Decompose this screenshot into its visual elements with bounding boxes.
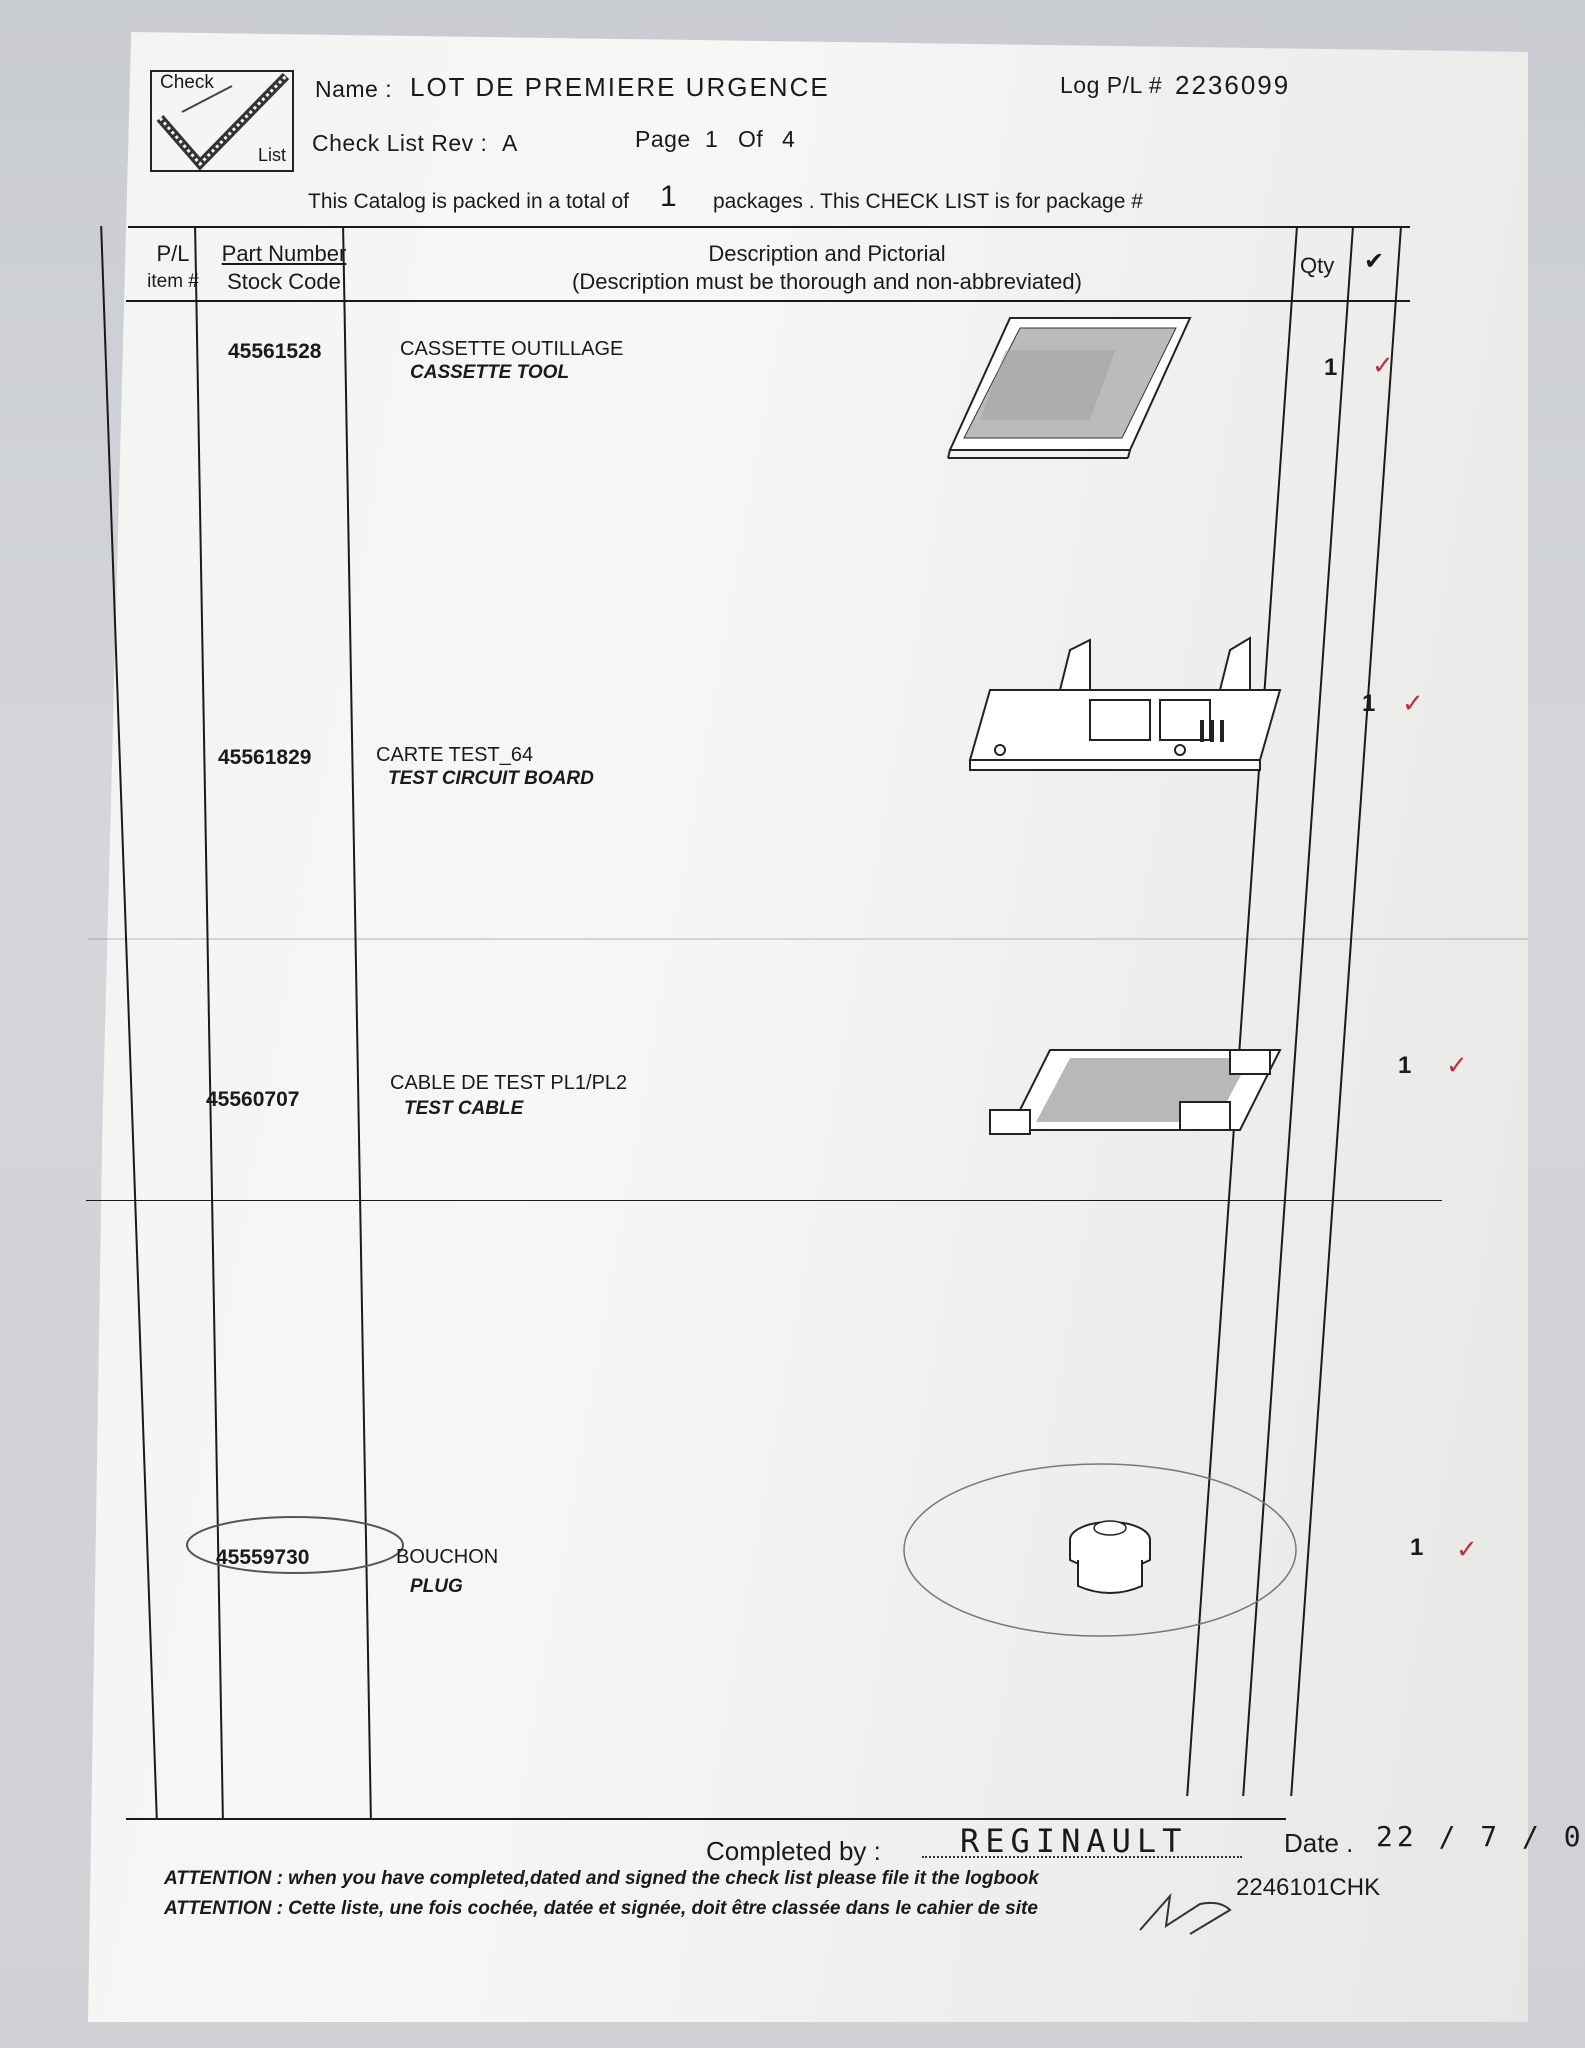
column-qty: Qty — [1300, 253, 1335, 278]
item-1-check-mark: ✓ — [1372, 350, 1394, 380]
column-desc-subtitle: (Description must be thorough and non-ab… — [572, 269, 1082, 294]
item-4-desc-en: PLUG — [410, 1576, 463, 1597]
page-value: 1 — [705, 126, 719, 152]
name-label: Name : — [315, 76, 393, 102]
completed-by-signature: REGINAULT — [960, 1822, 1188, 1860]
completed-by-label: Completed by : — [706, 1836, 881, 1866]
item-3-check-mark: ✓ — [1446, 1050, 1468, 1080]
item-2-qty: 1 — [1362, 690, 1376, 717]
item-1-part-number: 45561528 — [228, 340, 322, 363]
catalog-count: 1 — [660, 180, 677, 213]
paper-fold-line — [88, 938, 1528, 940]
item-2-desc-en: TEST CIRCUIT BOARD — [388, 768, 594, 789]
item-3-qty: 1 — [1398, 1052, 1412, 1079]
item-3-desc-en: TEST CABLE — [404, 1098, 524, 1119]
item-1-qty: 1 — [1324, 354, 1338, 381]
item-4-qty: 1 — [1410, 1534, 1424, 1561]
item-2-desc-fr: CARTE TEST_64 — [376, 744, 534, 766]
completed-by-dotted-line — [922, 1856, 1242, 1858]
item-1-desc-en: CASSETTE TOOL — [410, 362, 570, 383]
column-stock-label: Stock Code — [227, 269, 341, 294]
logo-text-list: List — [257, 145, 286, 165]
column-check: ✔ — [1364, 248, 1385, 275]
column-part-label: Part Number — [221, 241, 347, 266]
rev-value: A — [502, 130, 518, 156]
log-value: 2236099 — [1175, 70, 1291, 100]
date-value: 22 / 7 / 0 — [1376, 1820, 1585, 1853]
column-pl-item: P/L item # — [140, 240, 206, 296]
checklist-logo: Check List — [150, 70, 294, 172]
item-3-part-number: 45560707 — [206, 1088, 300, 1111]
name-value: LOT DE PREMIERE URGENCE — [410, 72, 830, 102]
item-4-check-mark: ✓ — [1456, 1534, 1478, 1564]
catalog-text-start: This Catalog is packed in a total of — [308, 190, 630, 213]
column-item-label: item # — [147, 271, 199, 292]
circuit-board-picture — [968, 636, 1282, 771]
cassette-tool-picture — [947, 317, 1192, 459]
column-desc-title: Description and Pictorial — [708, 241, 946, 266]
page-of-label: Of — [738, 126, 764, 152]
page-label: Page — [635, 126, 691, 152]
page-total: 4 — [782, 126, 796, 152]
document-code: 2246101CHK — [1236, 1874, 1381, 1901]
item-2-part-number: 45561829 — [218, 746, 312, 769]
signature-mark — [1139, 1892, 1232, 1935]
attention-english: ATTENTION : when you have completed,date… — [164, 1868, 1039, 1889]
column-part-number: Part Number Stock Code — [214, 240, 354, 296]
item-2-check-mark: ✓ — [1402, 688, 1424, 718]
date-label: Date . — [1284, 1828, 1354, 1858]
item-3-desc-fr: CABLE DE TEST PL1/PL2 — [390, 1072, 628, 1094]
checklist-sheet — [88, 32, 1528, 2022]
log-label: Log P/L # — [1060, 72, 1163, 98]
logo-text-check: Check — [160, 72, 214, 93]
part-number-circle-annotation — [186, 1516, 404, 1574]
column-description: Description and Pictorial (Description m… — [360, 240, 1294, 296]
attention-french: ATTENTION : Cette liste, une fois cochée… — [164, 1898, 1038, 1919]
checkmark-logo-icon — [156, 72, 290, 171]
plug-picture — [903, 1463, 1297, 1637]
item-4-part-number: 45559730 — [216, 1546, 310, 1569]
catalog-text-end: packages . This CHECK LIST is for packag… — [713, 190, 1143, 213]
rev-label: Check List Rev : — [312, 130, 488, 156]
test-cable-picture — [989, 1049, 1282, 1135]
column-pl-label: P/L — [156, 241, 190, 266]
item-4-desc-fr: BOUCHON — [396, 1546, 499, 1568]
item-1-desc-fr: CASSETTE OUTILLAGE — [400, 338, 624, 360]
